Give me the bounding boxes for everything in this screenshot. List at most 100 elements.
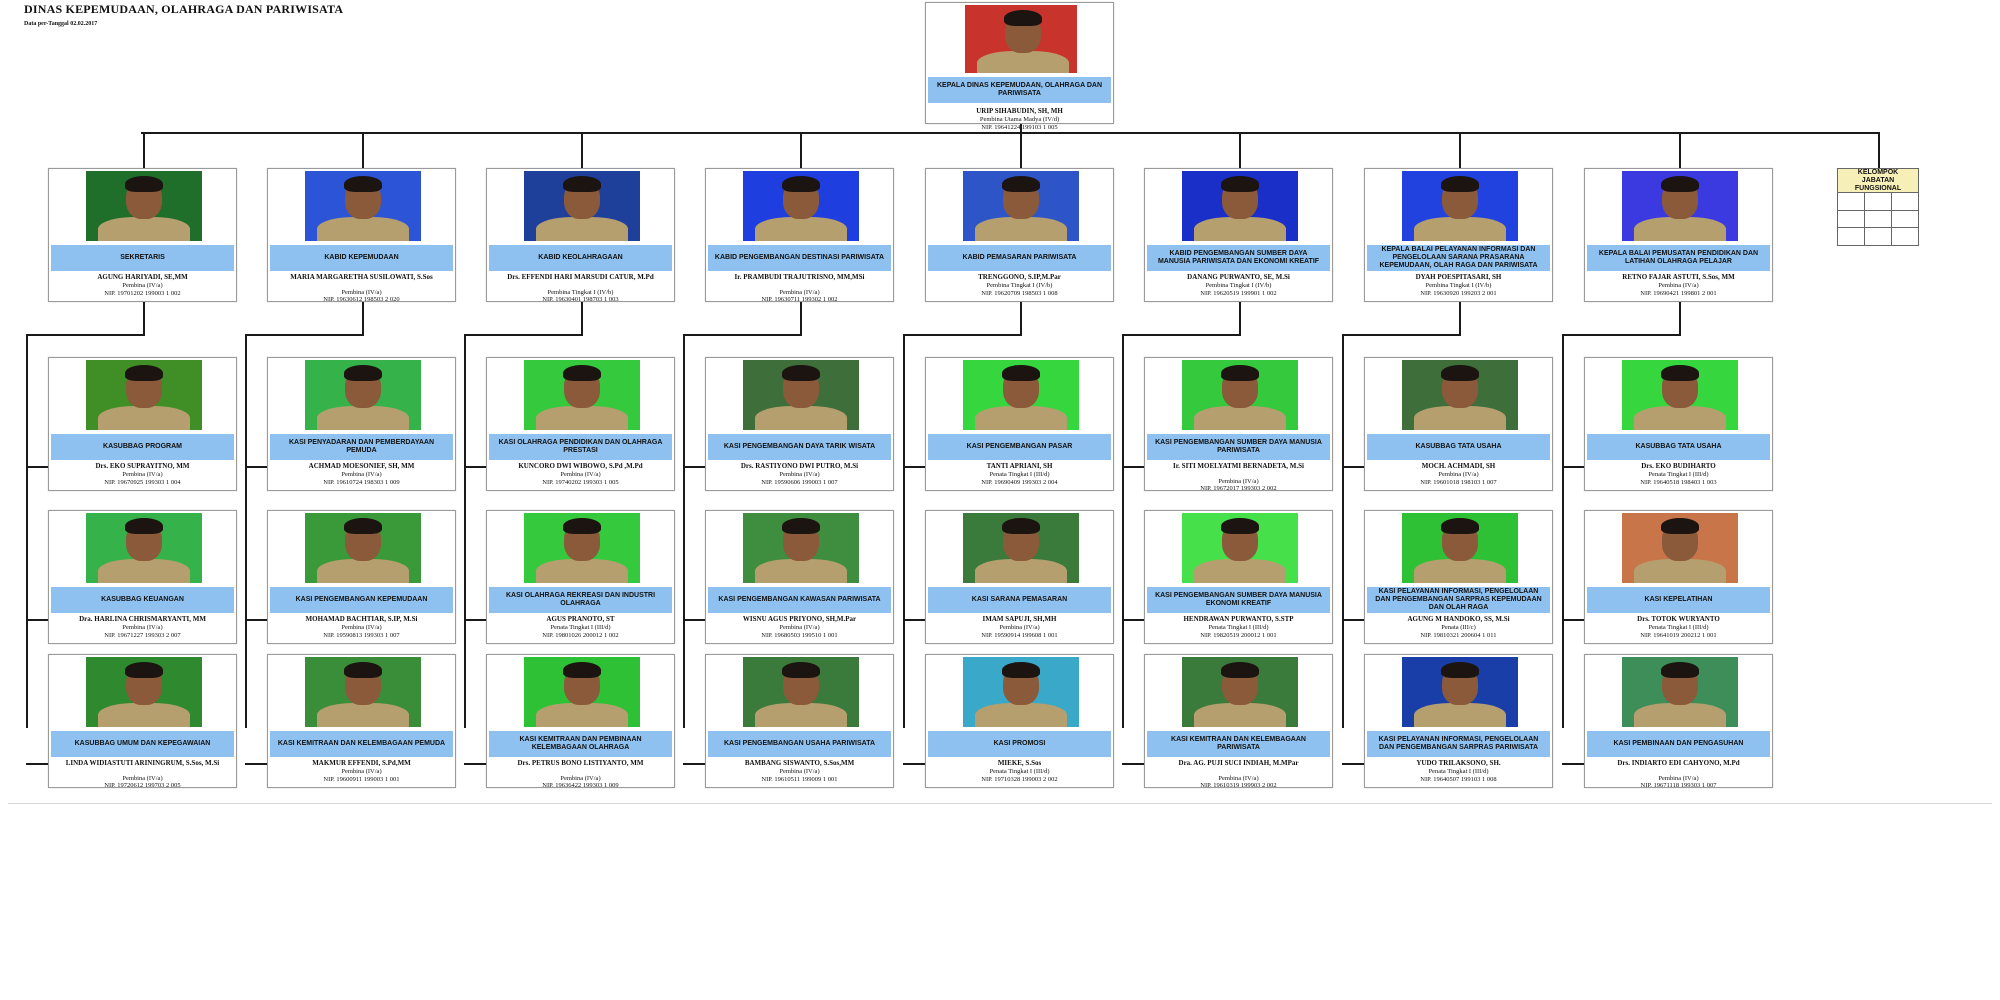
portrait-photo	[1401, 657, 1518, 727]
nip-number: NIP. 19671118 199303 1 007	[1640, 782, 1717, 789]
official-name: HENDRAWAN PURWANTO, S.STP	[1183, 615, 1294, 623]
uniform-shape	[535, 559, 628, 583]
nip-number: NIP. 19710328 199003 2 002	[981, 776, 1058, 783]
section-head-card: KASI KEMITRAAN DAN PEMBINAAN KELEMBAGAAN…	[486, 654, 675, 789]
portrait-photo	[964, 5, 1077, 73]
official-name: MOCH. ACHMADI, SH	[1421, 462, 1496, 470]
rank-grade: Pembina (IV/a)	[122, 624, 163, 631]
position-title: KASI PEMBINAAN DAN PENGASUHAN	[1587, 731, 1770, 757]
nip-number: NIP. 19820519 200012 1 001	[1200, 632, 1277, 639]
portrait-photo	[85, 171, 202, 241]
nip-number: NIP. 19630711 199302 1 002	[761, 296, 838, 303]
rank-grade: Pembina (IV/a)	[341, 471, 382, 478]
branch-connector	[361, 132, 364, 168]
position-title: KEPALA DINAS KEPEMUDAAN, OLAHRAGA DAN PA…	[928, 77, 1111, 103]
official-name: Drs. EFFENDI HARI MARSUDI CATUR, M.Pd	[507, 273, 654, 281]
official-name: Drs. EKO BUDIHARTO	[1641, 462, 1716, 470]
head-of-agency-card: KEPALA DINAS KEPEMUDAAN, OLAHRAGA DAN PA…	[925, 2, 1114, 131]
functional-group-label: KELOMPOK JABATAN FUNGSIONAL	[1838, 169, 1918, 193]
uniform-shape	[1633, 217, 1726, 241]
official-name: Drs. TOTOK WURYANTO	[1637, 615, 1720, 623]
nip-number: NIP. 19630920 199203 2 001	[1420, 290, 1497, 297]
uniform-shape	[754, 559, 847, 583]
sub-branch-line	[26, 466, 48, 468]
branch-connector	[1238, 132, 1241, 168]
sub-branch-line	[464, 763, 486, 765]
official-name: AGUS PRANOTO, ST	[546, 615, 615, 623]
nip-number: NIP. 19680503 199510 1 001	[761, 632, 838, 639]
official-name: YUDO TRILAKSONO, SH.	[1416, 759, 1501, 767]
hair-shape	[562, 518, 601, 534]
division-elbow-line	[683, 334, 802, 336]
rank-grade: Pembina (IV/a)	[122, 471, 163, 478]
sub-branch-line	[1122, 619, 1144, 621]
hair-shape	[1660, 365, 1699, 381]
section-head-card: KASI PELAYANAN INFORMASI, PENGELOLAAN DA…	[1364, 510, 1553, 644]
official-name: Drs. INDIARTO EDI CAHYONO, M.Pd	[1617, 759, 1740, 767]
sub-branch-line	[1562, 466, 1584, 468]
sub-spine-line	[26, 334, 28, 728]
nip-number: NIP. 19740202 199303 1 005	[542, 479, 619, 486]
nip-number: NIP. 19801026 200012 1 002	[542, 632, 619, 639]
rank-grade: Pembina (IV/a)	[779, 624, 820, 631]
uniform-shape	[1633, 703, 1726, 727]
hair-shape	[562, 662, 601, 678]
position-title: KASUBBAG TATA USAHA	[1367, 434, 1550, 460]
position-title: KASUBBAG UMUM DAN KEPEGAWAIAN	[51, 731, 234, 757]
uniform-shape	[754, 406, 847, 430]
official-name: IMAM SAPUJI, SH,MH	[982, 615, 1057, 623]
division-drop-line	[361, 302, 364, 334]
sub-spine-line	[903, 334, 905, 728]
rank-grade: Pembina (IV/a)	[1658, 282, 1699, 289]
portrait-photo	[1621, 657, 1738, 727]
uniform-shape	[1633, 406, 1726, 430]
uniform-shape	[754, 703, 847, 727]
hair-shape	[124, 662, 163, 678]
functional-group-grid	[1838, 193, 1918, 245]
section-head-card: KASUBBAG UMUM DAN KEPEGAWAIAN LINDA WIDIA…	[48, 654, 237, 789]
rank-grade: Pembina (IV/a)	[122, 282, 163, 289]
rank-grade: Pembina (IV/a)	[1438, 471, 1479, 478]
portrait-photo	[1181, 657, 1298, 727]
portrait-photo	[1401, 360, 1518, 430]
nip-number: NIP. 19620709 198503 1 008	[981, 290, 1058, 297]
portrait-photo	[742, 360, 859, 430]
nip-number: NIP. 19690421 199801 2 001	[1640, 290, 1717, 297]
division-elbow-line	[464, 334, 583, 336]
uniform-shape	[97, 217, 190, 241]
uniform-shape	[535, 406, 628, 430]
official-name: AGUNG HARIYADI, SE,MM	[97, 273, 188, 281]
rank-grade: Pembina (IV/a)	[999, 624, 1040, 631]
hair-shape	[1001, 662, 1040, 678]
sub-branch-line	[245, 466, 267, 468]
portrait-photo	[523, 513, 640, 583]
official-name: WISNU AGUS PRIYONO, SH,M.Par	[742, 615, 857, 623]
uniform-shape	[1413, 406, 1506, 430]
functional-group-box: KELOMPOK JABATAN FUNGSIONAL	[1837, 168, 1919, 246]
uniform-shape	[754, 217, 847, 241]
uniform-shape	[316, 406, 409, 430]
portrait-photo	[1401, 513, 1518, 583]
rank-grade: Penata Tingkat I (III/d)	[989, 471, 1050, 478]
official-name: MARIA MARGARETHA SUSILOWATI, S.Sos	[290, 273, 433, 281]
rank-grade: Pembina Tingkat I (IV/b)	[1205, 282, 1272, 289]
position-title: KASUBBAG KEUANGAN	[51, 587, 234, 613]
sub-branch-line	[1562, 619, 1584, 621]
uniform-shape	[316, 217, 409, 241]
rank-grade: Pembina (IV/a)	[341, 289, 382, 296]
position-title: KABID KEOLAHRAGAAN	[489, 245, 672, 271]
hair-shape	[1660, 662, 1699, 678]
nip-number: NIP. 19672017 199303 2 002	[1200, 485, 1277, 492]
sub-branch-line	[26, 763, 48, 765]
portrait-photo	[1621, 513, 1738, 583]
division-head-card: KABID PENGEMBANGAN SUMBER DAYA MANUSIA P…	[1144, 168, 1333, 302]
hair-shape	[1220, 365, 1259, 381]
nip-number: NIP. 19810321 200604 1 011	[1420, 632, 1497, 639]
division-drop-line	[1019, 302, 1022, 334]
position-title: KASUBBAG TATA USAHA	[1587, 434, 1770, 460]
official-name: LINDA WIDIASTUTI ARININGRUM, S.Sos, M.Si	[65, 759, 220, 767]
